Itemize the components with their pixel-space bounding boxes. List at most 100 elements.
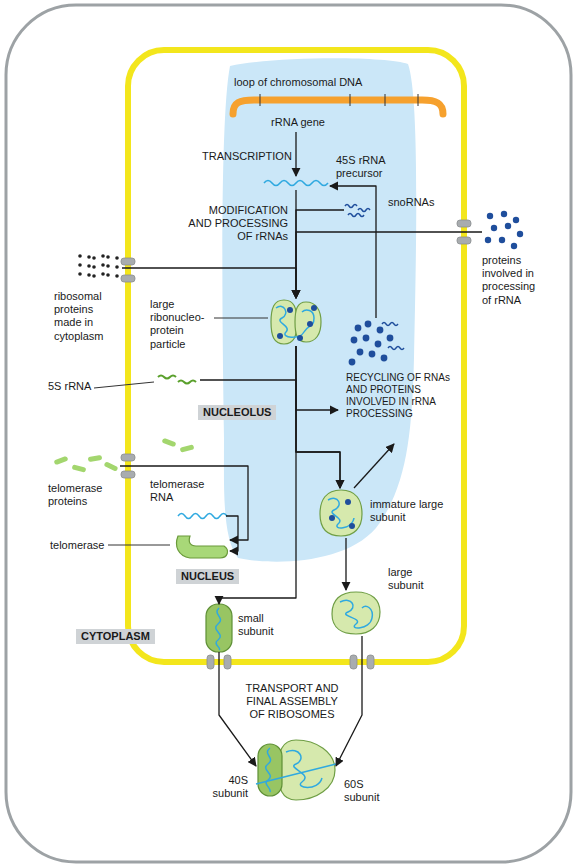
telomerase-enzyme-art (172, 532, 230, 560)
text-holder: large subunit (388, 566, 432, 592)
text-holder: 5S rRNA (48, 380, 98, 393)
small-subunit-art (206, 604, 232, 652)
protein-dot (307, 321, 313, 327)
telomerase-proteins: telomerase proteins (50, 452, 120, 478)
protein-dot (349, 523, 355, 529)
five-s-rrna-art (156, 372, 200, 388)
region-tag: NUCLEOLUS (198, 405, 276, 420)
protein-dot (87, 264, 91, 268)
protein-dot (363, 335, 370, 342)
ribosome: 40S subunit60S subunit (256, 738, 336, 802)
node-label: telomerase proteins (48, 482, 110, 508)
leader-line (94, 382, 154, 388)
protein-dot (381, 355, 388, 362)
subunit-shape (258, 744, 282, 796)
connector-arrow (122, 268, 296, 298)
connector-arrow (219, 652, 256, 766)
gene-boundary-tick (418, 94, 419, 106)
connector-arrow (296, 346, 340, 488)
connector-arrow (336, 636, 362, 766)
protein-dot (297, 335, 303, 341)
connector-arrow (295, 190, 296, 298)
text-holder: CYTOPLASM (76, 626, 155, 644)
edge-label: TRANSCRIPTION (202, 150, 290, 163)
snorna-strand (358, 209, 370, 212)
text-holder: TRANSCRIPTION (202, 150, 290, 163)
protein-dot (106, 255, 110, 259)
subunit-shape (320, 490, 362, 536)
process-label: TRANSPORT AND FINAL ASSEMBLY OF RIBOSOME… (240, 682, 344, 722)
node-label: telomerase (50, 539, 110, 552)
node-label: snoRNAs (388, 196, 448, 209)
particle-lobe (295, 302, 321, 342)
leader-line (214, 318, 268, 319)
text-holder: small subunit (238, 612, 282, 638)
protein-dot (92, 274, 96, 278)
rrna-precursor-art (262, 176, 330, 190)
protein-dot (501, 211, 507, 217)
text-holder: snoRNAs (388, 196, 448, 209)
protein-dot (311, 305, 317, 311)
protein-bar (72, 464, 87, 472)
gene-boundary-tick (260, 94, 261, 106)
large-subunit-art (330, 590, 382, 636)
protein-dot (101, 272, 105, 276)
protein-dot (115, 256, 119, 260)
protein-dot (78, 263, 82, 267)
snorna-group-art (344, 202, 372, 218)
rna-strand (266, 748, 271, 792)
protein-dot (351, 337, 358, 344)
protein-bar (162, 438, 177, 447)
text-holder: telomerase RNA (150, 478, 212, 504)
ribonucleoprotein-particle-art (270, 298, 322, 346)
nuclear-envelope (128, 50, 464, 662)
nuclear-pore (224, 655, 231, 669)
protein-dot (329, 515, 335, 521)
protein-dot (513, 217, 519, 223)
protein-dot (115, 274, 119, 278)
telomerase-enzyme: telomerase (172, 532, 230, 560)
protein-dot (287, 307, 293, 313)
protein-dot (115, 265, 119, 269)
text-holder: rRNA gene (266, 116, 330, 129)
rna-strand (178, 514, 227, 519)
protein-dot (491, 225, 497, 231)
connector-arrow (295, 132, 296, 176)
protein-dot (505, 223, 511, 229)
enzyme-shape (177, 536, 228, 558)
node-label: loop of chromosomal DNA (234, 76, 444, 89)
protein-dot (485, 237, 491, 243)
nuclear-pore (457, 220, 471, 227)
protein-dot (87, 255, 91, 259)
immature-large-subunit-art (318, 488, 364, 538)
text-holder: TRANSPORT AND FINAL ASSEMBLY OF RIBOSOME… (240, 682, 344, 722)
nucleolus-shape (222, 58, 416, 561)
snorna-strand (388, 347, 404, 350)
protein-dot (78, 254, 82, 258)
snorna-strand (345, 205, 357, 208)
text-holder: telomerase proteins (48, 482, 110, 508)
protein-bar (180, 444, 195, 452)
connector-arrow (226, 516, 238, 551)
protein-dot (106, 264, 110, 268)
protein-dot (487, 213, 493, 219)
text-holder: immature large subunit (370, 498, 454, 524)
connector-arrow (296, 346, 338, 410)
dna-band (233, 100, 443, 114)
protein-dot (511, 243, 517, 249)
leader-line (108, 545, 170, 546)
nuclear-pore (121, 454, 135, 461)
rrna-precursor: 45S rRNA precursor (262, 176, 330, 190)
snorna-strand (348, 214, 364, 217)
connector-arrow (200, 380, 340, 488)
node-label: 5S rRNA (48, 380, 98, 393)
mrna-strand (256, 764, 336, 784)
node-label: ribosomal proteins made in cytoplasm (54, 290, 116, 343)
protein-dot (355, 325, 362, 332)
node-label: large ribonucleo- protein particle (150, 298, 212, 351)
node-label: immature large subunit (370, 498, 454, 524)
subunit-shape (206, 604, 232, 652)
connector-arrow (296, 210, 344, 298)
connector-arrow (120, 466, 248, 540)
